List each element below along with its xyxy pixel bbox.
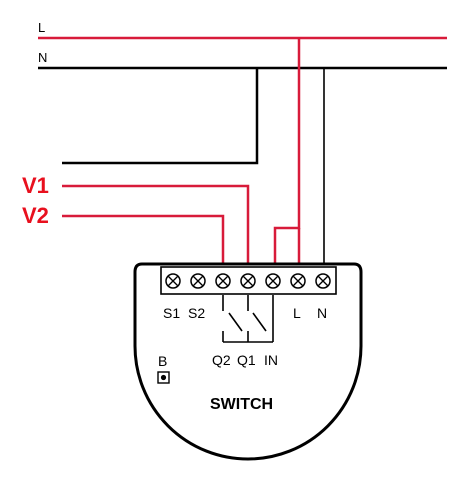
button-label: B bbox=[158, 353, 167, 369]
contact-label-q2: Q2 bbox=[212, 352, 231, 368]
terminal-label-s2: S2 bbox=[188, 305, 205, 321]
terminal-screw-in bbox=[265, 273, 281, 289]
device-outline bbox=[133, 262, 363, 461]
contact-label-in: IN bbox=[264, 352, 278, 368]
switch-device: S1 S2 L N Q2 Q1 IN B SWITCH bbox=[133, 262, 363, 461]
terminal-screw-s2 bbox=[190, 273, 206, 289]
live-line-label: L bbox=[38, 20, 45, 35]
v1-label: V1 bbox=[22, 173, 49, 198]
v1-output-wire bbox=[62, 184, 250, 266]
v2-label: V2 bbox=[22, 203, 49, 228]
neutral-line-label: N bbox=[38, 50, 47, 65]
terminal-screw-q1 bbox=[240, 273, 256, 289]
terminal-label-s1: S1 bbox=[163, 305, 180, 321]
terminal-label-n: N bbox=[317, 305, 327, 321]
terminal-screw-q2 bbox=[215, 273, 231, 289]
terminal-label-l: L bbox=[293, 305, 301, 321]
terminal-screw-l bbox=[290, 273, 306, 289]
device-title: SWITCH bbox=[210, 396, 273, 413]
mains-lines: L N bbox=[38, 20, 447, 70]
v2-output-wire bbox=[62, 214, 225, 266]
terminal-screw-s1 bbox=[165, 273, 181, 289]
button-b-dot bbox=[160, 374, 167, 381]
contact-label-q1: Q1 bbox=[237, 352, 256, 368]
relay-contacts bbox=[222, 295, 274, 343]
live-to-l-wire bbox=[273, 38, 301, 266]
terminal-screw-n bbox=[315, 273, 331, 289]
terminal-screws bbox=[165, 273, 331, 289]
neutral-branch-wire bbox=[62, 68, 259, 165]
